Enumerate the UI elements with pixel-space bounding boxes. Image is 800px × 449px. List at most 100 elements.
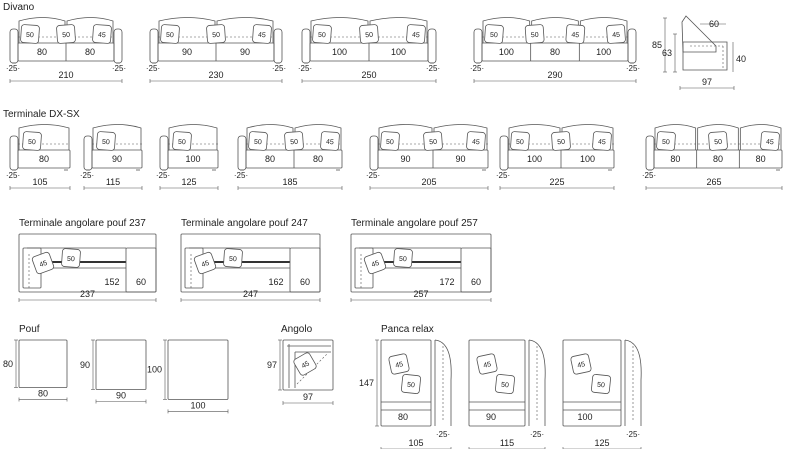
title-divano: Divano bbox=[3, 2, 35, 13]
terminale-0-seat bbox=[17, 149, 71, 169]
terminale-5-arm-left bbox=[499, 135, 509, 171]
terminale-4-cushion-1-shape bbox=[423, 131, 443, 151]
panca-1-arm-label: ·25· bbox=[530, 430, 544, 439]
panca-0-cushion-1: 50 bbox=[401, 374, 421, 394]
terminale-2-seat-label-0: 100 bbox=[185, 154, 200, 164]
divano-0-cushion-0: 50 bbox=[20, 24, 40, 44]
terminale-6-cushion-2-label: 45 bbox=[766, 139, 774, 147]
panca-1-cushion-1: 50 bbox=[495, 374, 515, 394]
terminale-6-cushion-0-shape bbox=[656, 131, 676, 151]
divano-3-cushion-0-shape bbox=[484, 24, 504, 44]
angolare-0-cushion-0-shape bbox=[31, 251, 55, 275]
terminale-6-cushion-1: 50 bbox=[708, 131, 728, 151]
panca-0-cushion-1-shape bbox=[401, 374, 421, 394]
divano-2-seat-label-1: 100 bbox=[391, 47, 406, 57]
divano-3-cushion-2: 45 bbox=[565, 24, 586, 44]
terminale-4-cushion-2: 45 bbox=[466, 131, 486, 151]
terminale-1-seat bbox=[91, 149, 143, 169]
terminale-6-back-0 bbox=[654, 124, 697, 150]
angolare-0-cushion-1: 50 bbox=[61, 248, 81, 268]
terminale-3-cushion-0-shape bbox=[248, 131, 268, 151]
terminale-5-cushion-2-shape bbox=[592, 131, 612, 151]
terminale-2-arm-left bbox=[159, 135, 169, 171]
divano-0-cushion-1-shape bbox=[56, 24, 76, 44]
terminale-6-seat-label-1: 80 bbox=[713, 154, 723, 164]
terminale-4-arm-left bbox=[369, 135, 379, 171]
terminale-5-back-1 bbox=[561, 124, 614, 150]
divano-3-seat-label-0: 100 bbox=[499, 47, 514, 57]
terminale-3-cushion-1-label: 50 bbox=[290, 139, 298, 147]
angolare-0-dim-label: 237 bbox=[80, 289, 95, 299]
terminale-0-back-0 bbox=[18, 124, 70, 150]
angolare-2-pouf bbox=[460, 247, 492, 293]
terminale-3-cushion-0: 50 bbox=[248, 131, 268, 151]
terminale-4-seat-label-0: 90 bbox=[400, 154, 410, 164]
angolo-cushion-label: 45 bbox=[301, 360, 311, 370]
pouf-1-shape bbox=[95, 339, 147, 390]
divano-3-cushion-3: 45 bbox=[606, 24, 626, 44]
angolo-cushion-shape bbox=[293, 352, 317, 376]
terminale-3-arm-left bbox=[237, 135, 247, 171]
terminale-2-cushion-0-shape bbox=[172, 131, 192, 151]
terminale-1-cushion-0: 50 bbox=[96, 131, 116, 151]
panca-1-cushion-0: 45 bbox=[476, 353, 498, 375]
divano-1-arm-right bbox=[273, 28, 283, 64]
divano-3-arm-right bbox=[627, 28, 637, 64]
panca-2-seat-label: 100 bbox=[577, 412, 592, 422]
divano-3-cushion-2-label: 45 bbox=[571, 32, 579, 40]
terminale-1-back-0 bbox=[92, 124, 142, 150]
angolare-2-cushion-1-label: 50 bbox=[399, 256, 407, 264]
divano-3-dim-label: 290 bbox=[547, 70, 562, 80]
panca-0-relax-back bbox=[434, 339, 452, 426]
pouf-1-dim-w-label: 90 bbox=[116, 391, 126, 401]
angolare-1-cushion-0: 45 bbox=[193, 251, 217, 275]
panca-1-cushion-1-label: 50 bbox=[501, 382, 510, 390]
divano-2-arm-left bbox=[301, 28, 311, 64]
panca-2-arm-label: ·25· bbox=[626, 430, 640, 439]
terminale-4-dim-label: 205 bbox=[421, 177, 436, 187]
divano-3-arm-right-label: ·25· bbox=[626, 64, 640, 73]
divano-0-arm-left bbox=[9, 28, 19, 64]
terminale-4-cushion-2-shape bbox=[466, 131, 486, 151]
divano-0-seat-label-1: 80 bbox=[85, 47, 95, 57]
divano-3-back-2 bbox=[579, 17, 628, 43]
terminale-5-cushion-0-shape bbox=[510, 131, 530, 151]
divano-0-seat-label-0: 80 bbox=[37, 47, 47, 57]
panca-2-relax-back bbox=[624, 339, 642, 426]
pouf-0-dim-w-label: 80 bbox=[38, 389, 48, 399]
divano-1-arm-left bbox=[149, 28, 159, 64]
divano-0-cushion-2-label: 45 bbox=[98, 32, 106, 40]
terminale-4-cushion-0: 50 bbox=[380, 131, 400, 151]
terminale-5-cushion-0: 50 bbox=[510, 131, 530, 151]
angolare-2-cushion-0: 45 bbox=[363, 251, 387, 275]
terminale-6-seat-label-0: 80 bbox=[670, 154, 680, 164]
angolo-outline bbox=[282, 339, 334, 391]
terminale-5-cushion-2: 45 bbox=[592, 131, 612, 151]
title-pouf: Pouf bbox=[19, 324, 40, 335]
angolare-0-cushion-1-shape bbox=[61, 248, 81, 268]
divano-0-arm-left-label: ·25· bbox=[6, 64, 20, 73]
side-view-dim-depth-label: 97 bbox=[702, 77, 712, 87]
side-view-dim-seat-label: 63 bbox=[662, 48, 672, 58]
angolare-2-cushion-1-shape bbox=[393, 248, 413, 268]
terminale-3-cushion-2: 45 bbox=[320, 131, 340, 151]
divano-1-cushion-2-label: 45 bbox=[258, 32, 266, 40]
terminale-0-cushion-0-shape bbox=[22, 131, 42, 151]
terminale-4-cushion-0-label: 50 bbox=[386, 139, 394, 147]
divano-3-seat bbox=[481, 42, 629, 62]
divano-2-back-1 bbox=[369, 17, 428, 43]
divano-2-arm-left-label: ·25· bbox=[298, 64, 312, 73]
terminale-6-cushion-1-label: 50 bbox=[714, 139, 722, 147]
terminale-5-cushion-2-label: 45 bbox=[598, 139, 606, 147]
panca-0-dim-label: 105 bbox=[408, 438, 423, 448]
divano-1-cushion-1-label: 50 bbox=[212, 32, 220, 40]
divano-2-cushion-2: 45 bbox=[406, 24, 426, 44]
side-view-dim-height-label: 85 bbox=[652, 40, 662, 50]
divano-2-cushion-0-shape bbox=[312, 24, 332, 44]
terminale-3-cushion-0-label: 50 bbox=[254, 139, 262, 147]
divano-2-cushion-2-shape bbox=[406, 24, 426, 44]
terminale-1-arm-left-label: ·25· bbox=[80, 171, 94, 180]
divano-3-cushion-3-shape bbox=[606, 24, 626, 44]
terminale-5-dim-label: 225 bbox=[549, 177, 564, 187]
